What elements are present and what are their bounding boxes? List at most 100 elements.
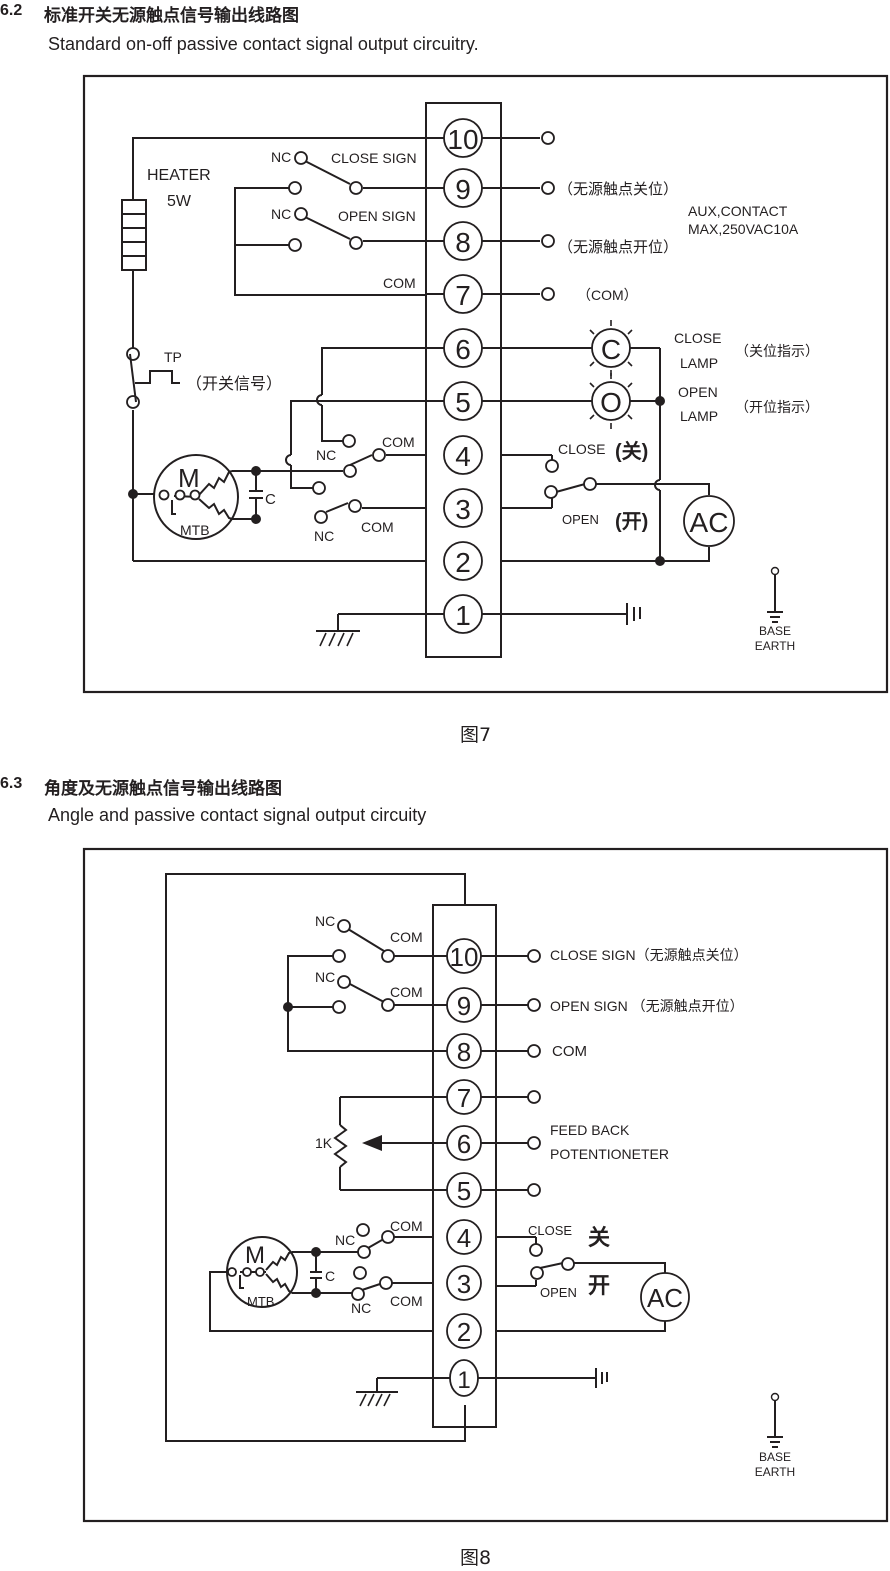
section-number: 6.3 [0,775,23,792]
terminal-7: 7 [446,1079,482,1115]
heater-power-label: 5W [167,193,192,210]
nc-label: NC [315,969,335,985]
terminal-10: 10 [443,118,483,158]
terminal-label: 3 [457,1269,471,1299]
open-switch-cn: 开 [588,1273,610,1298]
output-10-label: CLOSE SIGN（无源触点关位） [550,947,748,963]
terminal-1: 1 [443,594,483,634]
terminal-6: 6 [443,328,483,368]
figure-caption: 图8 [460,1547,492,1569]
open-switch-label: OPEN [540,1285,577,1300]
com-label: COM [390,1218,423,1234]
close-switch-cn: 关 [588,1225,610,1250]
close-switch-label: CLOSE [558,441,605,457]
output-7-label: （COM） [577,287,638,303]
tp-label: TP [164,349,182,365]
terminal-4: 4 [446,1219,482,1255]
output-8-label: （无源触点开位） [558,239,678,256]
terminal-label: 9 [457,991,471,1021]
open-sign-label: OPEN SIGN [338,208,416,224]
terminal-block [425,102,502,658]
earth-label: EARTH [755,1465,795,1479]
close-switch-cn: (关) [615,439,648,463]
figure-caption: 图7 [460,724,492,746]
terminal-label: 4 [457,1223,471,1253]
ac-label: AC [690,507,729,538]
section-title-cn: 标准开关无源触点信号输出线路图 [44,6,299,26]
terminal-9: 9 [443,168,483,208]
com-label: COM [390,984,423,1000]
earth-label: EARTH [755,639,795,653]
base-label: BASE [759,624,791,638]
terminal-5: 5 [446,1172,482,1208]
capacitor-label: C [325,1268,335,1284]
terminal-label: 6 [457,1129,471,1159]
nc-label: NC [351,1300,371,1316]
com-label: COM [361,519,394,535]
terminal-1: 1 [449,1359,479,1397]
terminal-label: 3 [455,494,471,525]
heater-label: HEATER [147,167,211,184]
diagram-frame [82,74,889,694]
base-label: BASE [759,1450,791,1464]
terminal-3: 3 [446,1265,482,1301]
open-switch-cn: (开) [615,511,648,533]
nc-label: NC [315,913,335,929]
lamp-c-glyph: C [601,334,621,365]
close-sign-label: CLOSE SIGN [331,150,417,166]
mtb-label: MTB [247,1294,274,1309]
ac-source [683,495,735,547]
section-title-cn: 角度及无源触点信号输出线路图 [44,779,282,799]
open-switch-label: OPEN [562,512,599,527]
section-title-en: Angle and passive contact signal output … [48,805,427,825]
com-label: COM [382,434,415,450]
contact-points [332,919,780,1402]
lamp-o-glyph: O [600,387,622,418]
terminal-label: 6 [455,334,471,365]
mtb-label: MTB [180,522,210,538]
aux-rating-label: MAX,250VAC10A [688,221,799,237]
terminal-5: 5 [443,381,483,421]
section-title-en: Standard on-off passive contact signal o… [48,34,479,54]
nc-label: NC [316,447,336,463]
open-lamp-label: OPEN [678,384,718,400]
wiper-arrow [362,1135,382,1151]
nc-label: NC [271,149,291,165]
output-8-label: COM [552,1043,587,1060]
terminal-label: 1 [457,1367,470,1394]
terminal-label: 10 [447,124,478,155]
nc-label: NC [314,528,334,544]
close-lamp-label: CLOSE [674,330,721,346]
heater-resistor [121,199,147,271]
contact-points [288,131,780,576]
terminal-label: 7 [457,1083,471,1113]
nc-label: NC [271,206,291,222]
feedback-label: FEED BACK [550,1122,630,1138]
ac-source [640,1272,690,1322]
tp-cn-label: （开关信号） [186,375,282,393]
terminal-3: 3 [443,488,483,528]
terminal-2: 2 [443,541,483,581]
pot-value-label: 1K [315,1135,333,1151]
terminal-label: 4 [455,441,471,472]
terminal-2: 2 [446,1313,482,1349]
com-label: COM [390,929,423,945]
aux-contact-label: AUX,CONTACT [688,203,788,219]
diagram-frame [82,847,889,1523]
com-label: COM [390,1293,423,1309]
terminal-7: 7 [443,274,483,314]
motor-label: M [178,463,200,493]
nc-label: NC [335,1232,355,1248]
ac-label: AC [647,1283,683,1313]
output-9-label: OPEN SIGN （无源触点开位） [550,998,744,1014]
terminal-label: 2 [455,547,471,578]
open-lamp-label-2: LAMP [680,408,718,424]
open-lamp-cn: （开位指示） [735,399,819,415]
motor-label: M [245,1242,265,1269]
terminal-label: 7 [455,280,471,311]
terminal-label: 5 [457,1176,471,1206]
terminal-10: 10 [446,938,482,974]
terminal-4: 4 [443,435,483,475]
terminal-8: 8 [446,1033,482,1069]
terminal-label: 2 [457,1317,471,1347]
